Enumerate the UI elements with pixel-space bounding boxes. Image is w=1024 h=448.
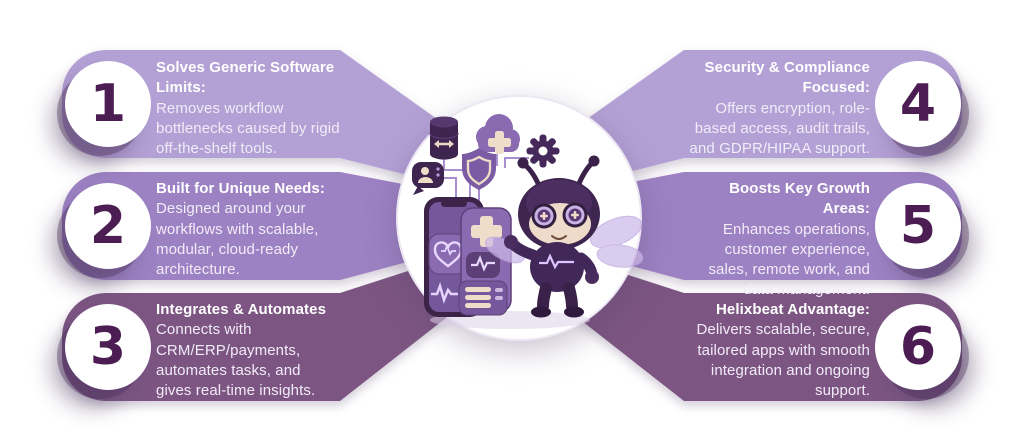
step-text-2: Built for Unique Needs: Designed around … xyxy=(156,179,340,280)
step-title-3: Integrates & Automates xyxy=(156,301,327,318)
step-number-3: 3 xyxy=(65,304,151,390)
shield-icon xyxy=(462,148,496,190)
step-title-1: Solves Generic Software Limits: xyxy=(156,59,335,97)
bee-wings xyxy=(485,215,644,268)
step-text-4: Security & Compliance Focused: Offers en… xyxy=(684,58,870,159)
chat-user-icon xyxy=(412,162,444,195)
step-body-1: Removes workflow bottlenecks caused by r… xyxy=(156,99,340,158)
step-text-5: Boosts Key Growth Areas: Enhances operat… xyxy=(684,179,870,301)
database-icon xyxy=(429,116,459,160)
list-icon xyxy=(458,280,508,316)
gear-icon xyxy=(526,134,560,168)
step-body-3: Connects with CRM/ERP/payments, automate… xyxy=(156,321,316,399)
step-title-4: Security & Compliance Focused: xyxy=(704,59,870,97)
step-body-6: Delivers scalable, secure, tailored apps… xyxy=(696,321,870,399)
step-body-4: Offers encryption, role-based access, au… xyxy=(689,99,870,158)
step-text-6: Helixbeat Advantage: Delivers scalable, … xyxy=(684,300,870,401)
step-title-5: Boosts Key Growth Areas: xyxy=(729,180,870,218)
step-text-3: Integrates & Automates Connects with CRM… xyxy=(156,300,340,401)
bee-eyes xyxy=(531,202,588,229)
cloud-medical-cross-icon xyxy=(476,114,520,154)
bee-robot-mascot xyxy=(485,155,644,318)
center-illustration xyxy=(412,114,644,329)
step-body-2: Designed around your workflows with scal… xyxy=(156,200,319,278)
step-number-6: 6 xyxy=(875,304,961,390)
step-number-1: 1 xyxy=(65,61,151,147)
step-number-5: 5 xyxy=(875,183,961,269)
step-number-2: 2 xyxy=(65,183,151,269)
step-title-6: Helixbeat Advantage: xyxy=(716,301,870,318)
step-text-1: Solves Generic Software Limits: Removes … xyxy=(156,58,340,159)
ekg-line-icon xyxy=(431,282,458,304)
step-body-5: Enhances operations, customer experience… xyxy=(708,220,870,299)
phone-illustration xyxy=(424,197,512,317)
step-number-4: 4 xyxy=(875,61,961,147)
step-title-2: Built for Unique Needs: xyxy=(156,180,325,197)
